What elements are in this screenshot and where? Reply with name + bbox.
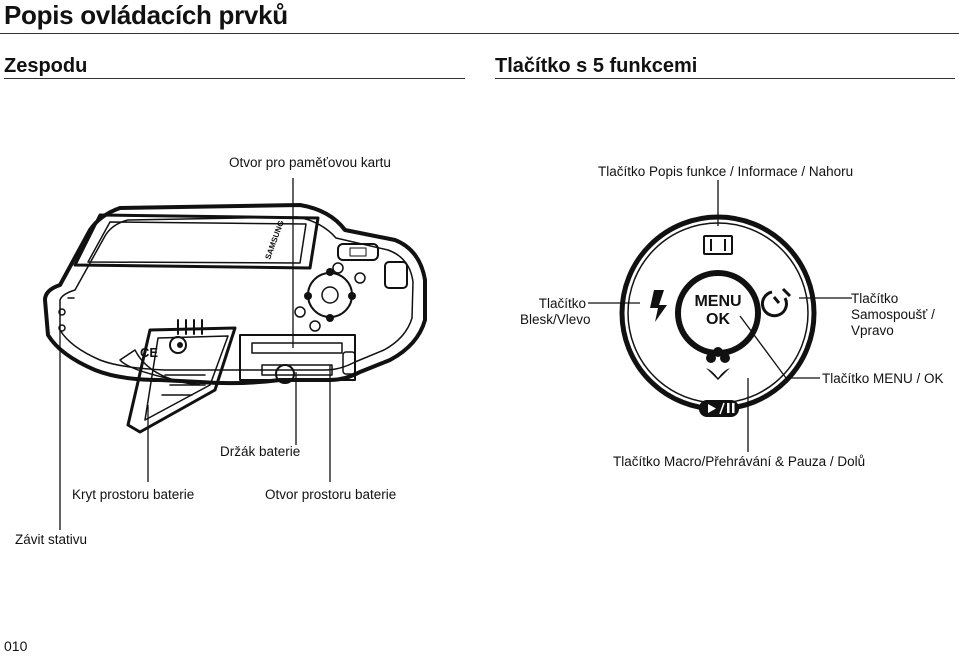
page-number: 010 bbox=[4, 638, 28, 654]
label-tripod-mount: Závit stativu bbox=[15, 532, 88, 547]
label-down-button: Tlačítko Macro/Přehrávání & Pauza / Dolů bbox=[613, 454, 866, 469]
label-right-line3: Vpravo bbox=[851, 323, 894, 338]
section-rule-bottom bbox=[4, 78, 465, 79]
label-battery-holder: Držák baterie bbox=[220, 444, 301, 459]
label-left-button: Tlačítko Blesk/Vlevo bbox=[520, 296, 591, 328]
camera-callout-lines bbox=[59, 178, 331, 530]
flash-icon bbox=[650, 290, 667, 322]
page-title: Popis ovládacích prvků bbox=[4, 0, 288, 30]
label-right-button: Tlačítko Samospoušť / Vpravo bbox=[851, 291, 935, 339]
label-left-line2: Blesk/Vlevo bbox=[520, 312, 591, 327]
label-battery-chamber: Otvor prostoru baterie bbox=[265, 487, 397, 502]
section-rule-5way bbox=[495, 78, 955, 79]
camera-brand-text: SAMSUNG bbox=[263, 219, 285, 261]
menu-label: MENU bbox=[694, 293, 741, 310]
label-up-button: Tlačítko Popis funkce / Informace / Naho… bbox=[598, 164, 854, 179]
camera-bottom-illustration: SAMSUNG CE bbox=[43, 203, 427, 434]
label-memory-card-slot: Otvor pro paměťovou kartu bbox=[229, 155, 391, 170]
play-pause-icon bbox=[699, 400, 739, 417]
section-heading-5way: Tlačítko s 5 funkcemi bbox=[495, 55, 698, 77]
label-left-line1: Tlačítko bbox=[538, 296, 586, 311]
display-info-icon bbox=[703, 235, 733, 255]
self-timer-icon bbox=[760, 287, 792, 318]
label-menu-ok-button: Tlačítko MENU / OK bbox=[822, 371, 944, 386]
label-battery-cover: Kryt prostoru baterie bbox=[72, 487, 195, 502]
macro-flower-icon bbox=[706, 347, 730, 380]
ce-mark: CE bbox=[140, 345, 158, 360]
title-rule bbox=[0, 33, 959, 34]
label-right-line1: Tlačítko bbox=[851, 291, 899, 306]
button-callout-lines bbox=[588, 180, 852, 452]
label-right-line2: Samospoušť / bbox=[851, 307, 935, 322]
ok-label: OK bbox=[706, 311, 730, 328]
section-heading-bottom: Zespodu bbox=[4, 55, 88, 77]
five-way-button-illustration: MENU OK bbox=[619, 214, 817, 417]
